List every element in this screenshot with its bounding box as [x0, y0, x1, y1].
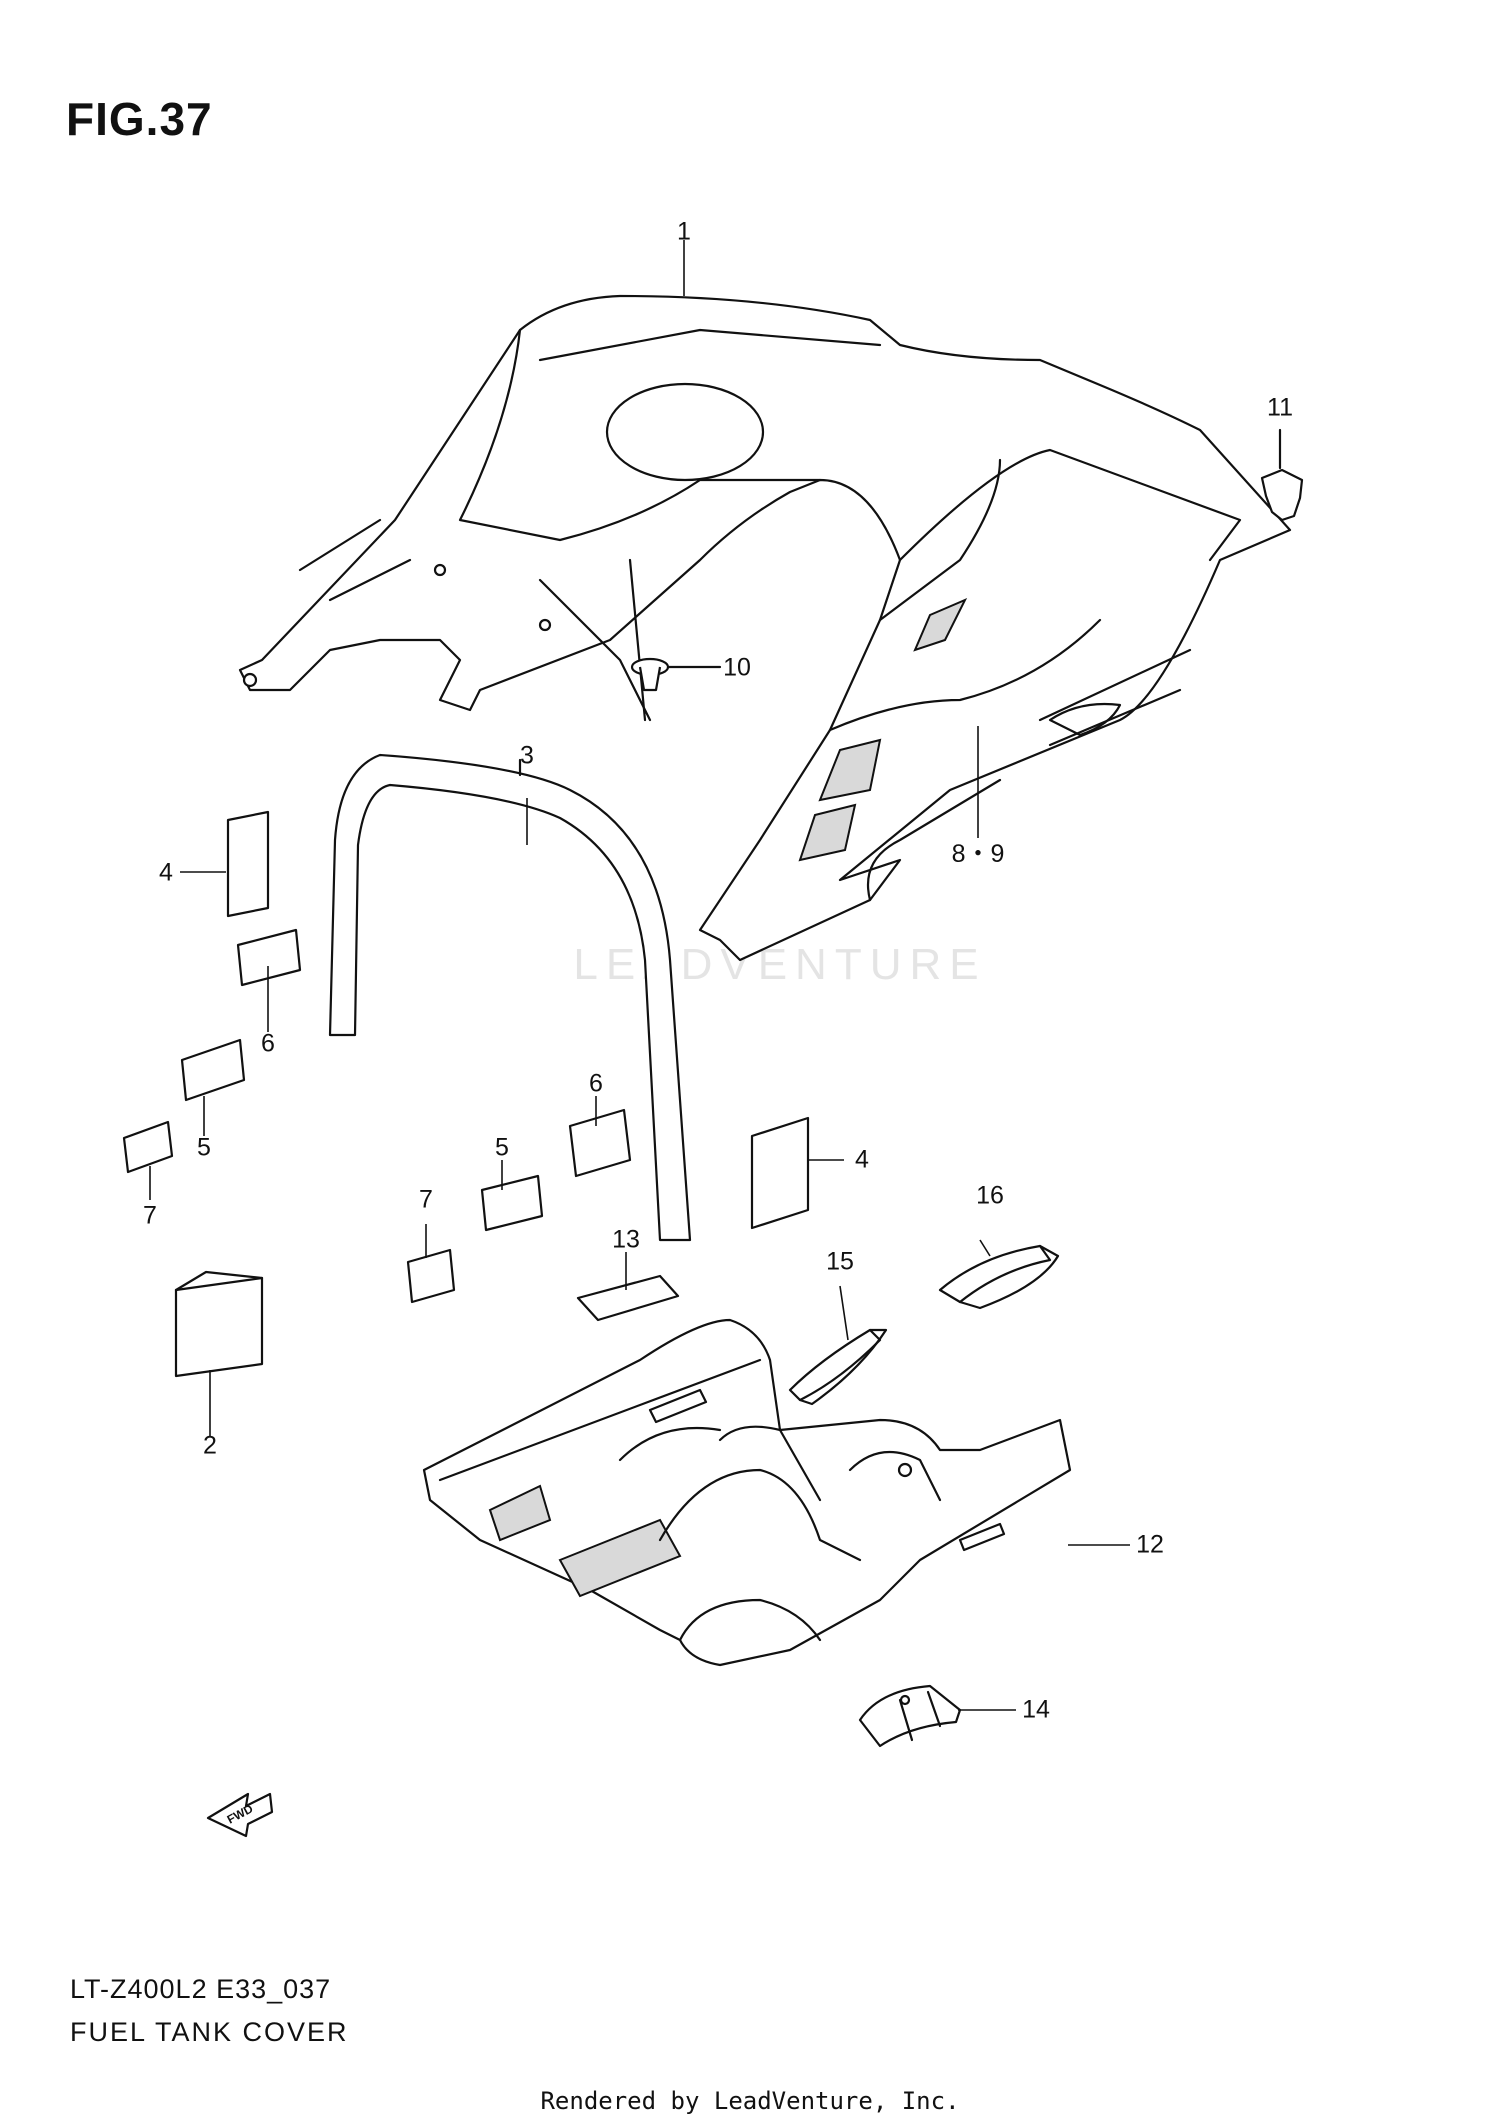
render-credit: Rendered by LeadVenture, Inc. — [540, 2087, 960, 2115]
callout-5-left: 5 — [197, 1133, 211, 1162]
callout-7-left: 7 — [143, 1201, 157, 1230]
callout-13: 13 — [612, 1225, 640, 1254]
callout-8-9: 8・9 — [951, 840, 1005, 868]
callout-4-right: 4 — [855, 1145, 869, 1174]
callout-14: 14 — [1022, 1695, 1050, 1724]
part-4-pad-left[interactable] — [226, 810, 270, 918]
callout-11: 11 — [1267, 393, 1293, 422]
leader-lines — [149, 240, 1130, 1711]
callout-4-left: 4 — [159, 858, 173, 887]
part-10-clip[interactable] — [630, 657, 722, 692]
part-6-pad-left[interactable] — [236, 928, 302, 987]
part-1-fuel-tank-cover[interactable] — [238, 294, 1292, 962]
callout-6-left: 6 — [261, 1029, 275, 1058]
model-code: LT-Z400L2 E33_037 — [70, 1974, 332, 2004]
part-3-strip[interactable] — [328, 753, 692, 1242]
part-14-clip[interactable] — [858, 1684, 962, 1748]
callout-3: 3 — [520, 741, 534, 770]
figure-title: FIG.37 — [66, 93, 213, 145]
part-15-bracket[interactable] — [788, 1328, 888, 1406]
callout-16: 16 — [976, 1181, 1004, 1210]
part-5-pad-left[interactable] — [180, 1038, 246, 1102]
part-6-pad-right[interactable] — [568, 1108, 632, 1178]
part-12-tray[interactable] — [422, 1318, 1072, 1667]
diagram-description: FUEL TANK COVER — [70, 2017, 349, 2047]
part-4-pad-right[interactable] — [750, 1116, 810, 1230]
part-11-clip[interactable] — [1260, 428, 1304, 522]
callout-6-right: 6 — [589, 1069, 603, 1098]
part-13-pad[interactable] — [576, 1274, 680, 1322]
callout-1: 1 — [677, 217, 691, 246]
part-7-pad-left[interactable] — [122, 1120, 174, 1174]
part-7-pad-right[interactable] — [406, 1248, 456, 1304]
watermark: LEADVENTURE — [573, 940, 987, 989]
callout-2: 2 — [203, 1431, 217, 1460]
callout-10: 10 — [723, 653, 751, 682]
callout-7-right: 7 — [419, 1185, 433, 1214]
callout-15: 15 — [826, 1247, 854, 1276]
part-5-pad-right[interactable] — [480, 1174, 544, 1232]
part-16-cover[interactable] — [938, 1244, 1060, 1310]
fwd-arrow-icon — [206, 1792, 274, 1838]
callout-12: 12 — [1136, 1530, 1164, 1559]
part-2-block[interactable] — [174, 1270, 264, 1378]
callout-5-right: 5 — [495, 1133, 509, 1162]
